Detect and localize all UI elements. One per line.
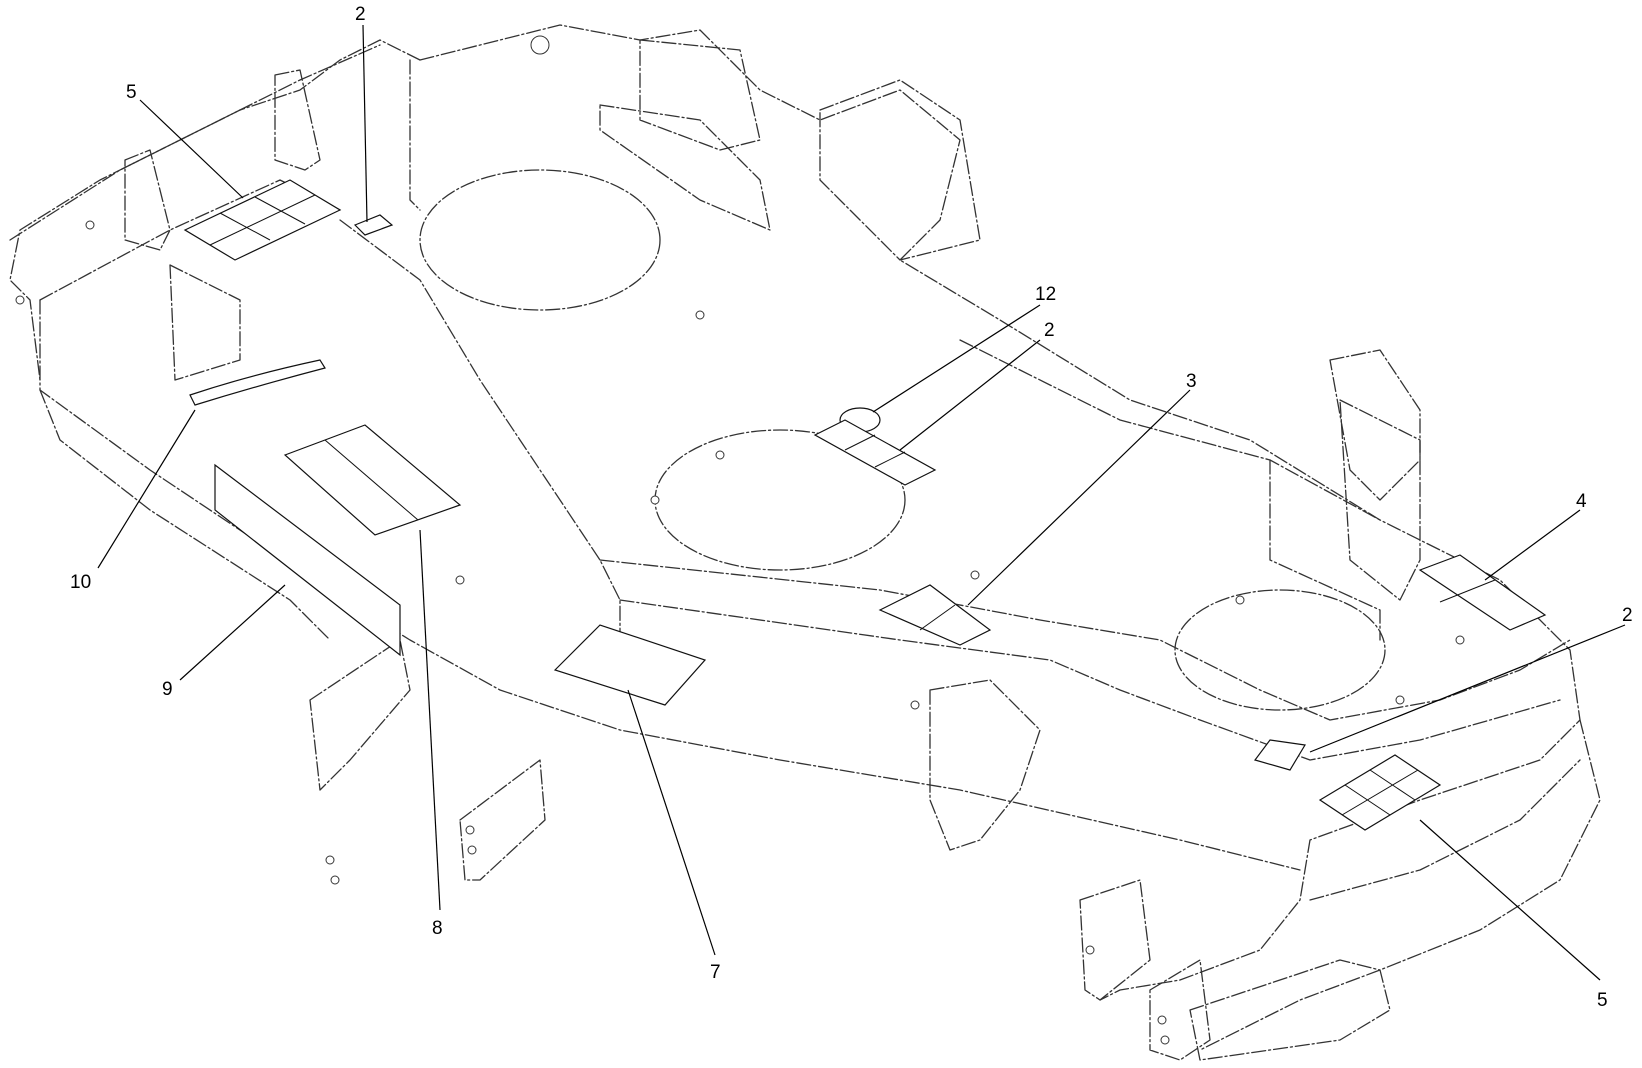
leader-2-right [1309, 624, 1626, 753]
leader-2-top [362, 24, 368, 223]
decal-8 [283, 424, 462, 536]
decal-2-top [353, 214, 394, 236]
decals [183, 179, 1547, 831]
leader-2-mid [899, 339, 1041, 451]
decal-7 [553, 624, 707, 706]
leader-7 [627, 689, 716, 956]
leader-9 [179, 584, 286, 681]
callout-7: 7 [710, 962, 721, 983]
decal-2-mid [813, 419, 937, 486]
decal-3 [878, 584, 992, 646]
leader-4 [1484, 509, 1581, 581]
callout-labels: 2 5 12 2 3 4 2 10 9 8 7 5 [70, 4, 1633, 1011]
mounting-brackets [124, 39, 1421, 1061]
callout-9: 9 [162, 679, 173, 700]
callout-2-top: 2 [355, 4, 366, 25]
leader-10 [97, 409, 196, 569]
deck-holes [15, 35, 1465, 1045]
decal-10 [189, 359, 326, 406]
callout-12: 12 [1035, 284, 1056, 305]
leader-3 [967, 389, 1191, 606]
decal-4 [1418, 554, 1547, 631]
leader-lines [97, 24, 1626, 981]
callout-4: 4 [1576, 491, 1587, 512]
decal-5-left [183, 179, 342, 261]
callout-8: 8 [432, 918, 443, 939]
decal-9 [214, 463, 401, 657]
spindle-openings [419, 169, 1386, 711]
decal-5-right [1318, 754, 1442, 831]
leader-5-left [139, 99, 244, 199]
callout-2-mid: 2 [1044, 320, 1055, 341]
deck-outline [9, 24, 1601, 1051]
leader-5-right [1419, 819, 1601, 981]
leader-8 [419, 529, 441, 911]
callout-5-right: 5 [1597, 990, 1608, 1011]
callout-10: 10 [70, 572, 91, 593]
leader-12 [872, 304, 1041, 413]
callout-2-right: 2 [1622, 605, 1633, 626]
decal-2-right [1253, 739, 1306, 771]
callout-3: 3 [1186, 371, 1197, 392]
callout-5-left: 5 [126, 82, 137, 103]
